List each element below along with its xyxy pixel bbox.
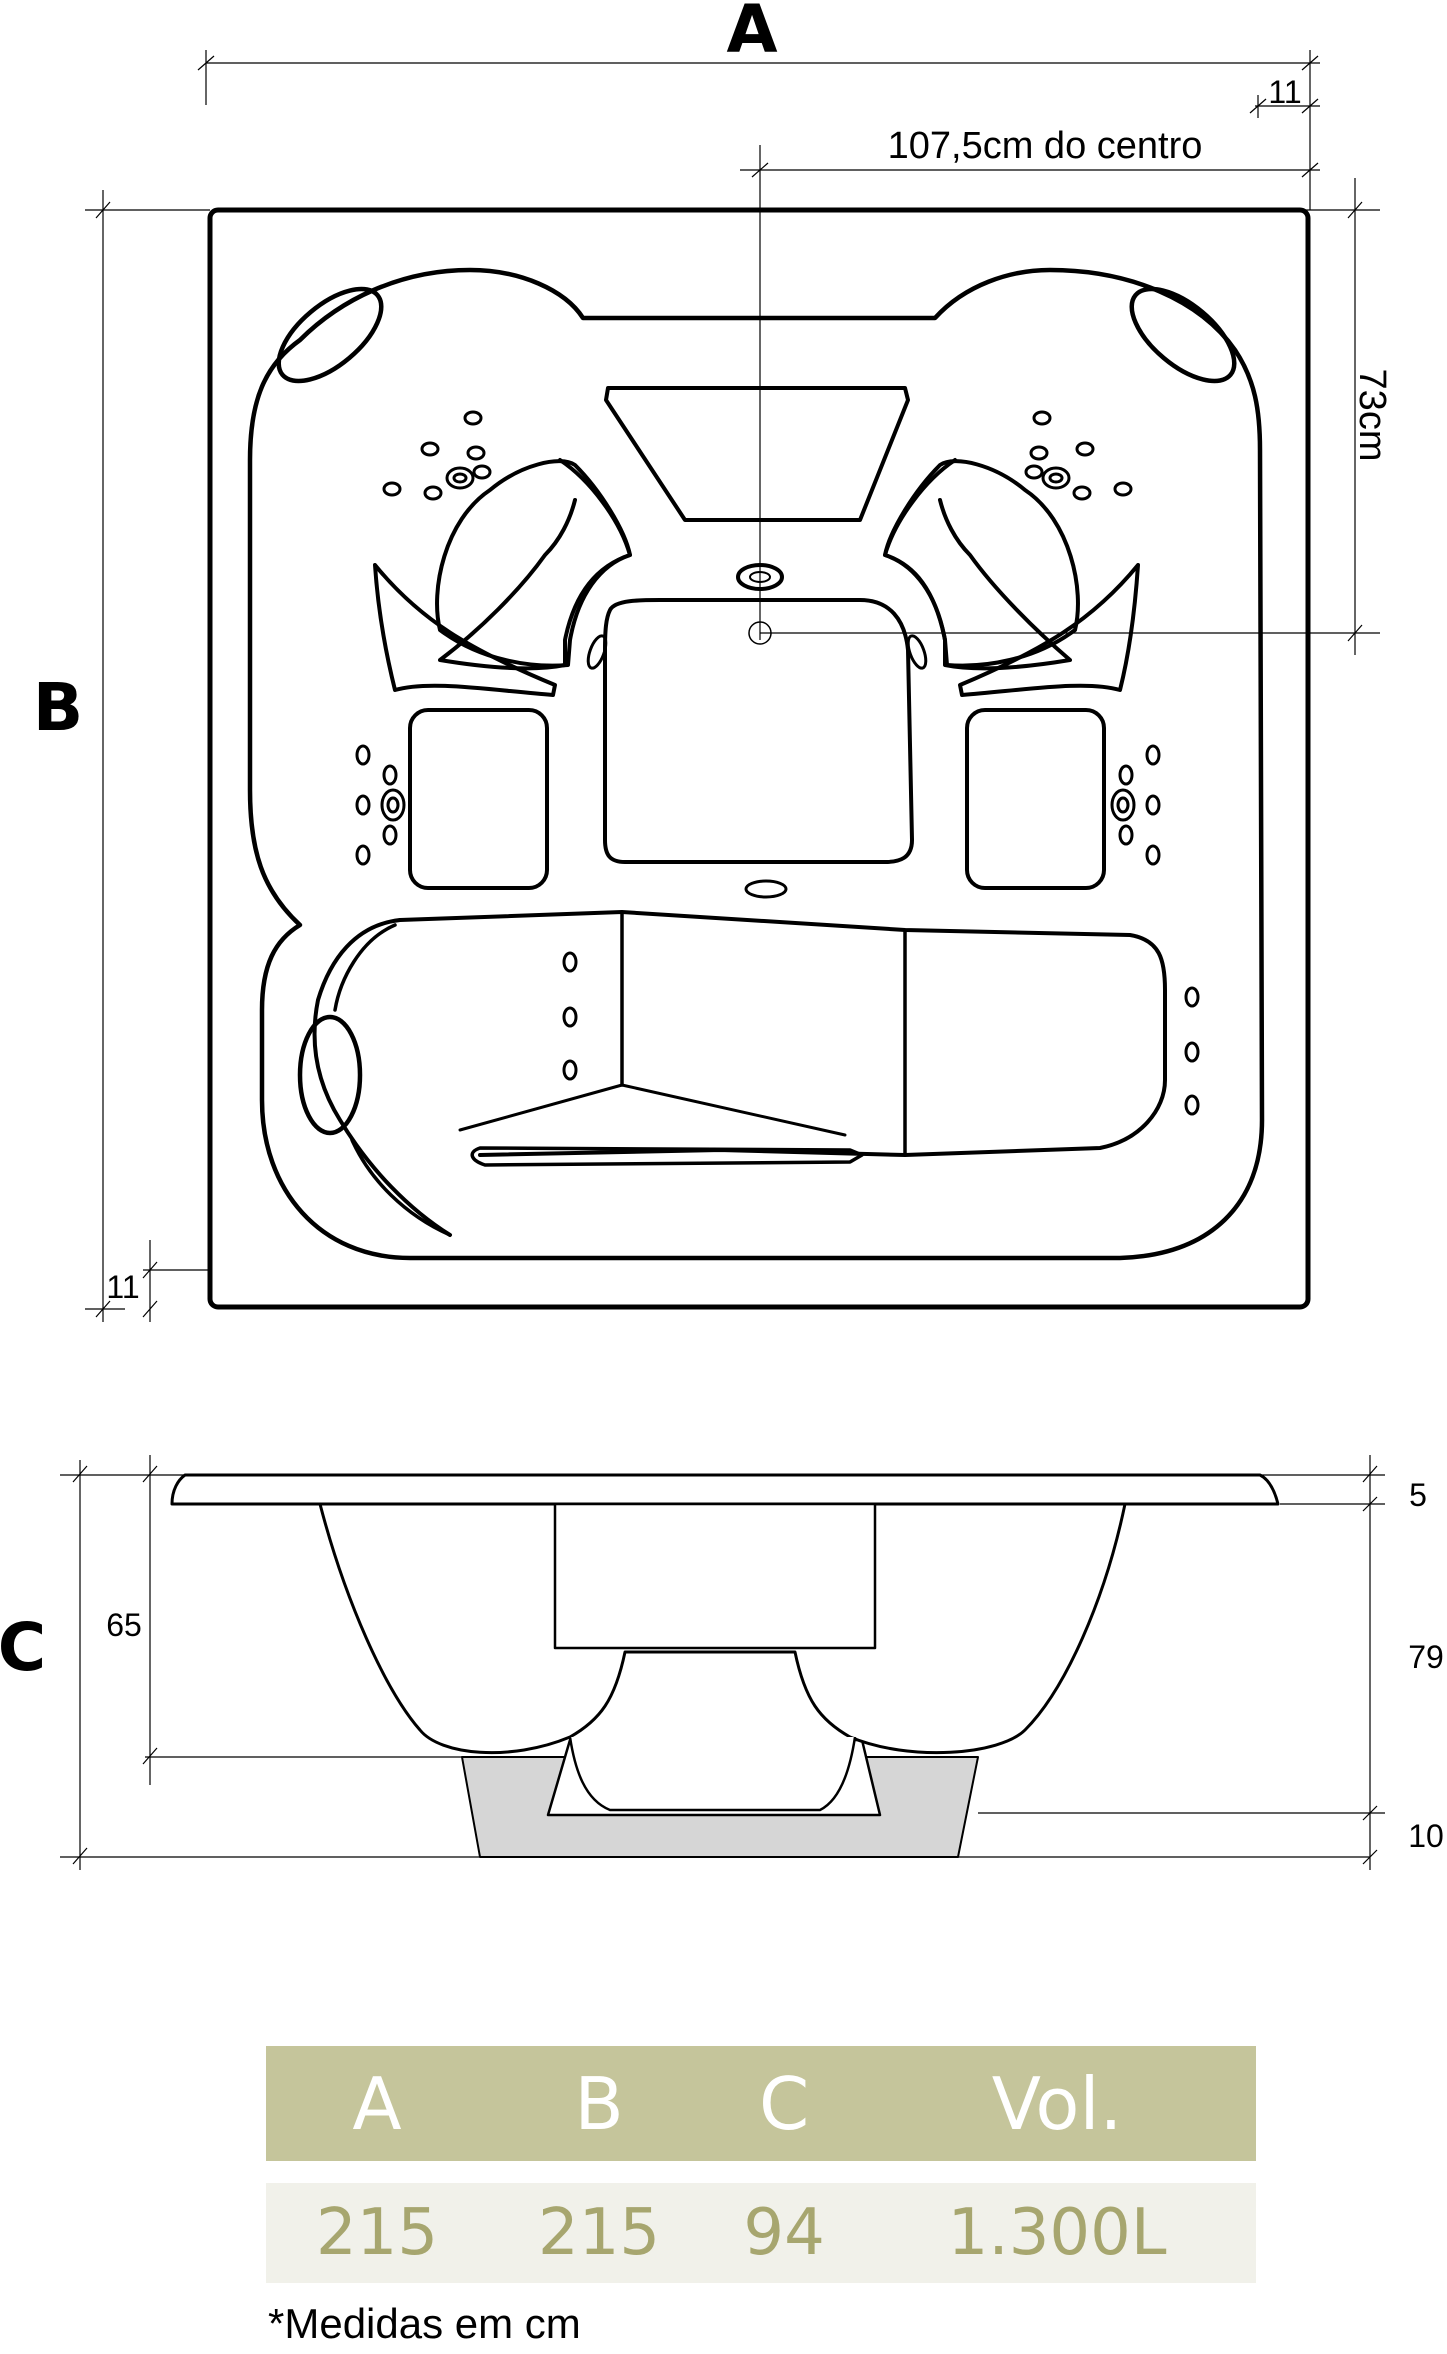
dim-center: 107,5cm do centro [888,125,1203,167]
label-c: C [0,1609,46,1686]
spa-seat-upper-left [435,459,632,668]
spa-lounger-left-curve [312,918,452,1237]
dim-vertical: 73cm [1351,369,1393,462]
spa-seat-mid-right [965,708,1106,890]
spa-outer-frame [207,207,1311,1310]
dimension-lines-top [85,50,1380,1322]
dim-base: 10 [1408,1818,1444,1854]
headrest-top-left [276,286,384,384]
headrest-top-right [1129,286,1237,384]
label-b: B [33,669,83,746]
spa-jets [355,410,1200,1116]
spa-seat-mid-left [408,708,549,890]
dim-rim: 5 [1409,1477,1427,1513]
spec-value-a: 215 [266,2183,489,2283]
dim-height-left: 65 [106,1607,142,1643]
spec-value-vol: 1.300L [858,2183,1256,2283]
spec-header-a: A [266,2046,489,2161]
spec-header-vol: Vol. [858,2046,1256,2161]
spa-wing-left [373,563,557,697]
dim-body: 79 [1408,1639,1444,1675]
spa-lounger-footrest [458,1083,847,1137]
spa-lounger-bar [470,1146,864,1167]
spa-top-view [207,207,1311,1310]
spec-header-c: C [710,2046,859,2161]
headrest-lounger [297,1014,363,1136]
spec-header-b: B [488,2046,711,2161]
label-a: A [726,0,777,68]
spa-footwell [603,598,914,864]
dimension-lines-side [60,1455,1385,1870]
spec-header-row: A B C Vol. [266,2046,1256,2161]
spec-value-c: 94 [710,2183,859,2283]
spa-wing-right [958,563,1140,697]
dim-a-edge: 11 [1268,74,1301,110]
spa-lounger-inner-curve [333,923,452,1237]
spec-value-row: 215 215 94 1.300L [266,2183,1256,2283]
spa-top-tray [604,386,910,522]
dim-b-edge: 11 [106,1269,139,1305]
spec-gap-row [266,2161,1256,2183]
spa-side-view [170,1473,1280,1858]
spa-rim [170,1473,1280,1506]
spa-seat-upper-right [883,459,1080,668]
spa-lounger [398,910,1167,1157]
spec-value-b: 215 [488,2183,711,2283]
footnote: *Medidas em cm [268,2300,581,2347]
spec-table: A B C Vol. 215 215 94 1.300L [266,2046,1256,2283]
spa-basin-outline [247,267,1265,1261]
